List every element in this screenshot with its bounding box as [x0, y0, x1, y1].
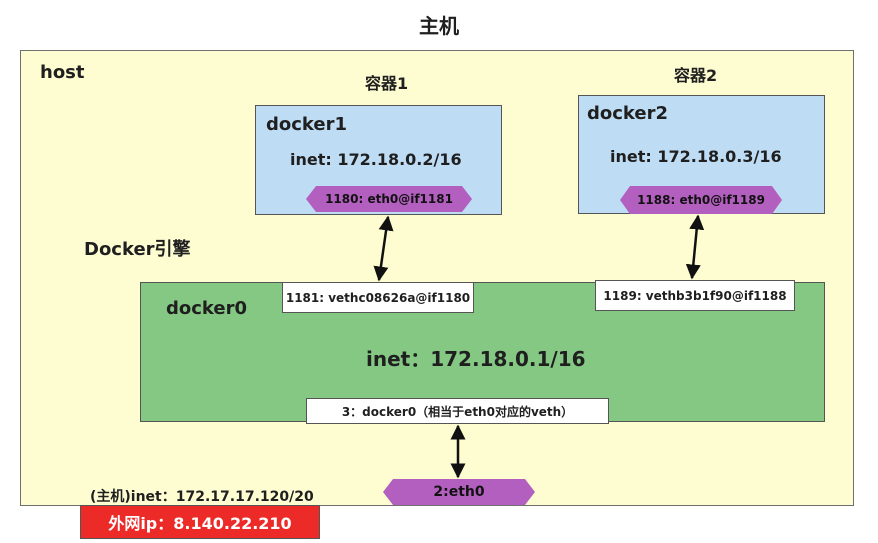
diagram-title: 主机	[419, 14, 459, 38]
docker2-inet: inet: 172.18.0.3/16	[610, 147, 782, 166]
docker0-inet: inet：172.18.0.1/16	[366, 347, 586, 371]
arrow-docker2-veth	[685, 214, 705, 280]
docker-engine-label: Docker引擎	[84, 239, 191, 260]
external-ip-badge: 外网ip：8.140.22.210	[80, 505, 320, 539]
docker2-name: docker2	[587, 103, 669, 124]
docker1-eth0-iface: 1180: eth0@if1181	[306, 186, 472, 212]
container1-caption: 容器1	[365, 74, 409, 93]
veth-docker2: 1189: vethb3b1f90@if1188	[595, 280, 795, 311]
veth-docker1: 1181: vethc08626a@if1180	[282, 282, 474, 313]
docker2-eth0-iface: 1188: eth0@if1189	[620, 186, 782, 214]
docker0-self-iface: 3：docker0（相当于eth0对应的veth）	[306, 398, 609, 424]
docker1-inet: inet: 172.18.0.2/16	[290, 150, 462, 169]
arrow-docker1-veth	[373, 215, 394, 282]
container2-caption: 容器2	[674, 66, 718, 85]
host-inet: (主机)inet：172.17.17.120/20	[90, 489, 314, 505]
docker0-name: docker0	[166, 298, 248, 319]
host-eth0-iface: 2:eth0	[383, 479, 535, 505]
host-label: host	[40, 62, 85, 83]
docker1-name: docker1	[266, 114, 348, 135]
